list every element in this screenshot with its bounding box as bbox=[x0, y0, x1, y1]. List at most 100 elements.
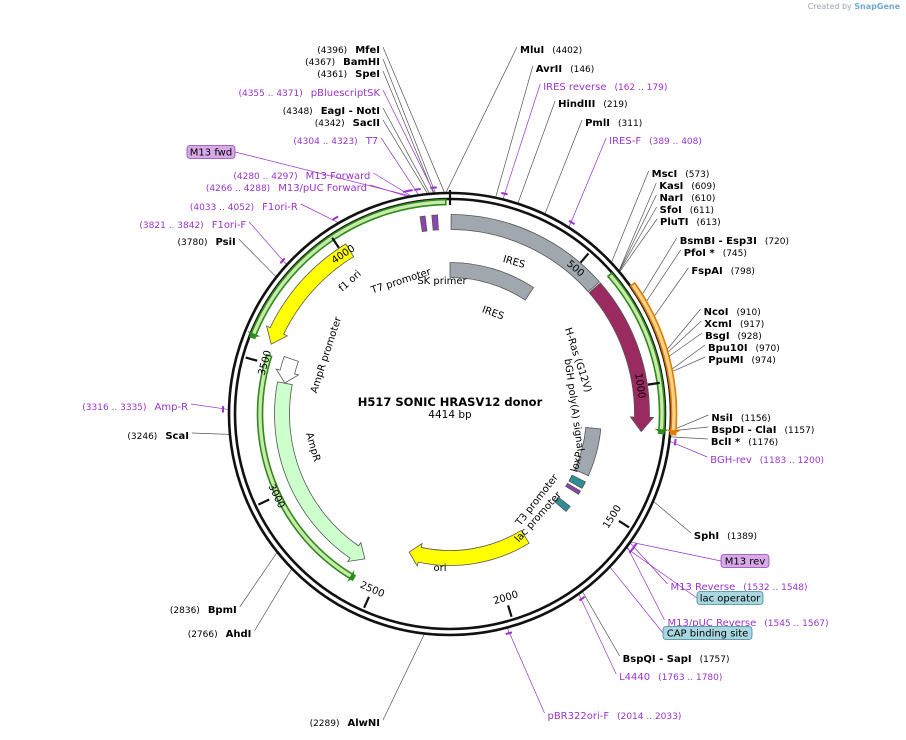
label-name: F1ori-F bbox=[212, 220, 247, 231]
primer-label: (4304 .. 4323)T7 bbox=[293, 136, 378, 147]
leader-line bbox=[191, 432, 229, 435]
leader-line bbox=[382, 46, 445, 193]
label-name: MfeI bbox=[355, 45, 380, 56]
primer-mark bbox=[505, 631, 513, 636]
feature-t3-promoter bbox=[565, 482, 582, 495]
feature-label: IRES bbox=[480, 304, 505, 322]
label-pos: (4266 .. 4288) bbox=[206, 184, 270, 194]
primer-mark bbox=[628, 547, 635, 554]
feature-ampr-promoter bbox=[275, 355, 300, 384]
boxed-label-text: lac operator bbox=[700, 594, 761, 605]
label-pos: (219) bbox=[603, 100, 627, 110]
primer-marks bbox=[222, 186, 677, 636]
label-name: BGH-rev bbox=[710, 455, 752, 466]
leader-line bbox=[671, 426, 709, 432]
feature-h-ras-g12v- bbox=[588, 282, 655, 433]
label-pos: (4280 .. 4297) bbox=[233, 172, 297, 182]
tick-mark bbox=[507, 605, 513, 618]
feature-ampr bbox=[274, 381, 366, 563]
leader-line bbox=[300, 203, 339, 223]
label-name: EagI - NotI bbox=[321, 106, 380, 117]
label-pos: (4342) bbox=[315, 119, 345, 129]
feature-label: AmpR bbox=[303, 431, 322, 463]
label-name: T7 bbox=[365, 136, 378, 147]
label-name: NcoI bbox=[704, 307, 729, 318]
leader-line bbox=[618, 182, 657, 271]
site-label: Bpu10I(970) bbox=[708, 343, 780, 354]
site-label: SfoI(611) bbox=[660, 205, 714, 216]
label-name: AhdI bbox=[226, 629, 252, 640]
site-label: SphI(1389) bbox=[694, 531, 757, 542]
primer-label: (4280 .. 4297)M13 Forward bbox=[233, 171, 370, 182]
primer-label: M13/pUC Reverse(1545 .. 1567) bbox=[668, 618, 829, 629]
label-name: AlwNI bbox=[348, 718, 381, 729]
label-pos: (1532 .. 1548) bbox=[743, 583, 807, 593]
boxed-label-bg bbox=[696, 591, 764, 605]
label-pos: (2836) bbox=[170, 606, 200, 616]
tick-label: 1500 bbox=[601, 503, 624, 530]
site-label: (4342)SacII bbox=[315, 118, 380, 129]
primer-label: IRES-F(389 .. 408) bbox=[609, 136, 702, 147]
label-pos: (610) bbox=[691, 194, 715, 204]
boxed-label-text: M13 rev bbox=[725, 557, 766, 568]
label-pos: (4402) bbox=[552, 46, 582, 56]
leader-line bbox=[382, 634, 425, 721]
site-label: (2836) BpmI bbox=[170, 605, 237, 616]
primer-mark bbox=[402, 189, 410, 193]
tick-mark bbox=[618, 520, 630, 529]
label-name: BamHI bbox=[343, 57, 380, 68]
leader-line bbox=[619, 194, 657, 271]
label-name: XcmI bbox=[704, 319, 732, 330]
label-name: BsgI bbox=[705, 331, 729, 342]
tick-mark bbox=[363, 596, 370, 609]
tick-label: 2000 bbox=[492, 589, 520, 607]
tick-mark bbox=[647, 381, 660, 386]
label-name: Bpu10I bbox=[708, 343, 748, 354]
site-label: BspDI - ClaI (1157) bbox=[711, 425, 814, 436]
label-pos: (974) bbox=[752, 356, 776, 366]
site-label: MluI(4402) bbox=[520, 45, 582, 56]
box-leader bbox=[631, 541, 722, 562]
site-label: MscI(573) bbox=[652, 169, 710, 180]
tick-mark bbox=[331, 237, 340, 249]
label-pos: (573) bbox=[685, 170, 709, 180]
leader-line bbox=[663, 320, 702, 357]
site-label: AvrII(146) bbox=[536, 64, 594, 75]
label-pos: (609) bbox=[691, 182, 715, 192]
leader-line bbox=[382, 70, 434, 193]
feature-label: f1 ori bbox=[337, 269, 364, 295]
label-pos: (1157) bbox=[784, 426, 814, 436]
site-label: (3246)ScaI bbox=[127, 431, 189, 442]
label-name: PmlI bbox=[585, 118, 610, 129]
site-label: NarI(610) bbox=[659, 193, 715, 204]
label-pos: (1176) bbox=[748, 438, 778, 448]
label-name: M13/pUC Reverse bbox=[668, 618, 757, 629]
primer-mark bbox=[578, 595, 586, 602]
boxed-label-bg bbox=[662, 626, 753, 640]
boxed-label-bg bbox=[720, 554, 770, 568]
feature-bgh-poly-a-signal bbox=[574, 427, 602, 477]
boxed-label-bg bbox=[186, 145, 236, 159]
primer-label: L4440(1763 .. 1780) bbox=[619, 672, 722, 683]
label-pos: (311) bbox=[618, 119, 642, 129]
boxed-label-text: M13 fwd bbox=[190, 148, 232, 159]
primer-label: (4033 .. 4052)F1ori-R bbox=[190, 202, 298, 213]
leader-line bbox=[667, 344, 706, 373]
label-pos: (745) bbox=[723, 249, 747, 259]
feature-sk-primer bbox=[431, 214, 439, 231]
feature-label: IRES bbox=[501, 254, 526, 271]
label-name: BpmI bbox=[208, 605, 237, 616]
label-pos: (1763 .. 1780) bbox=[658, 673, 722, 683]
site-label: PpuMI(974) bbox=[708, 355, 775, 366]
leader-line bbox=[619, 206, 657, 271]
label-name: BspDI - ClaI bbox=[711, 425, 776, 436]
feature-loxp bbox=[568, 474, 586, 489]
label-pos: (720) bbox=[765, 237, 789, 247]
label-pos: (1183 .. 1200) bbox=[760, 456, 824, 466]
orf-arcs bbox=[247, 198, 681, 582]
label-name: SpeI bbox=[355, 69, 380, 80]
label-pos: (1156) bbox=[741, 414, 771, 424]
leader-line bbox=[611, 170, 649, 262]
